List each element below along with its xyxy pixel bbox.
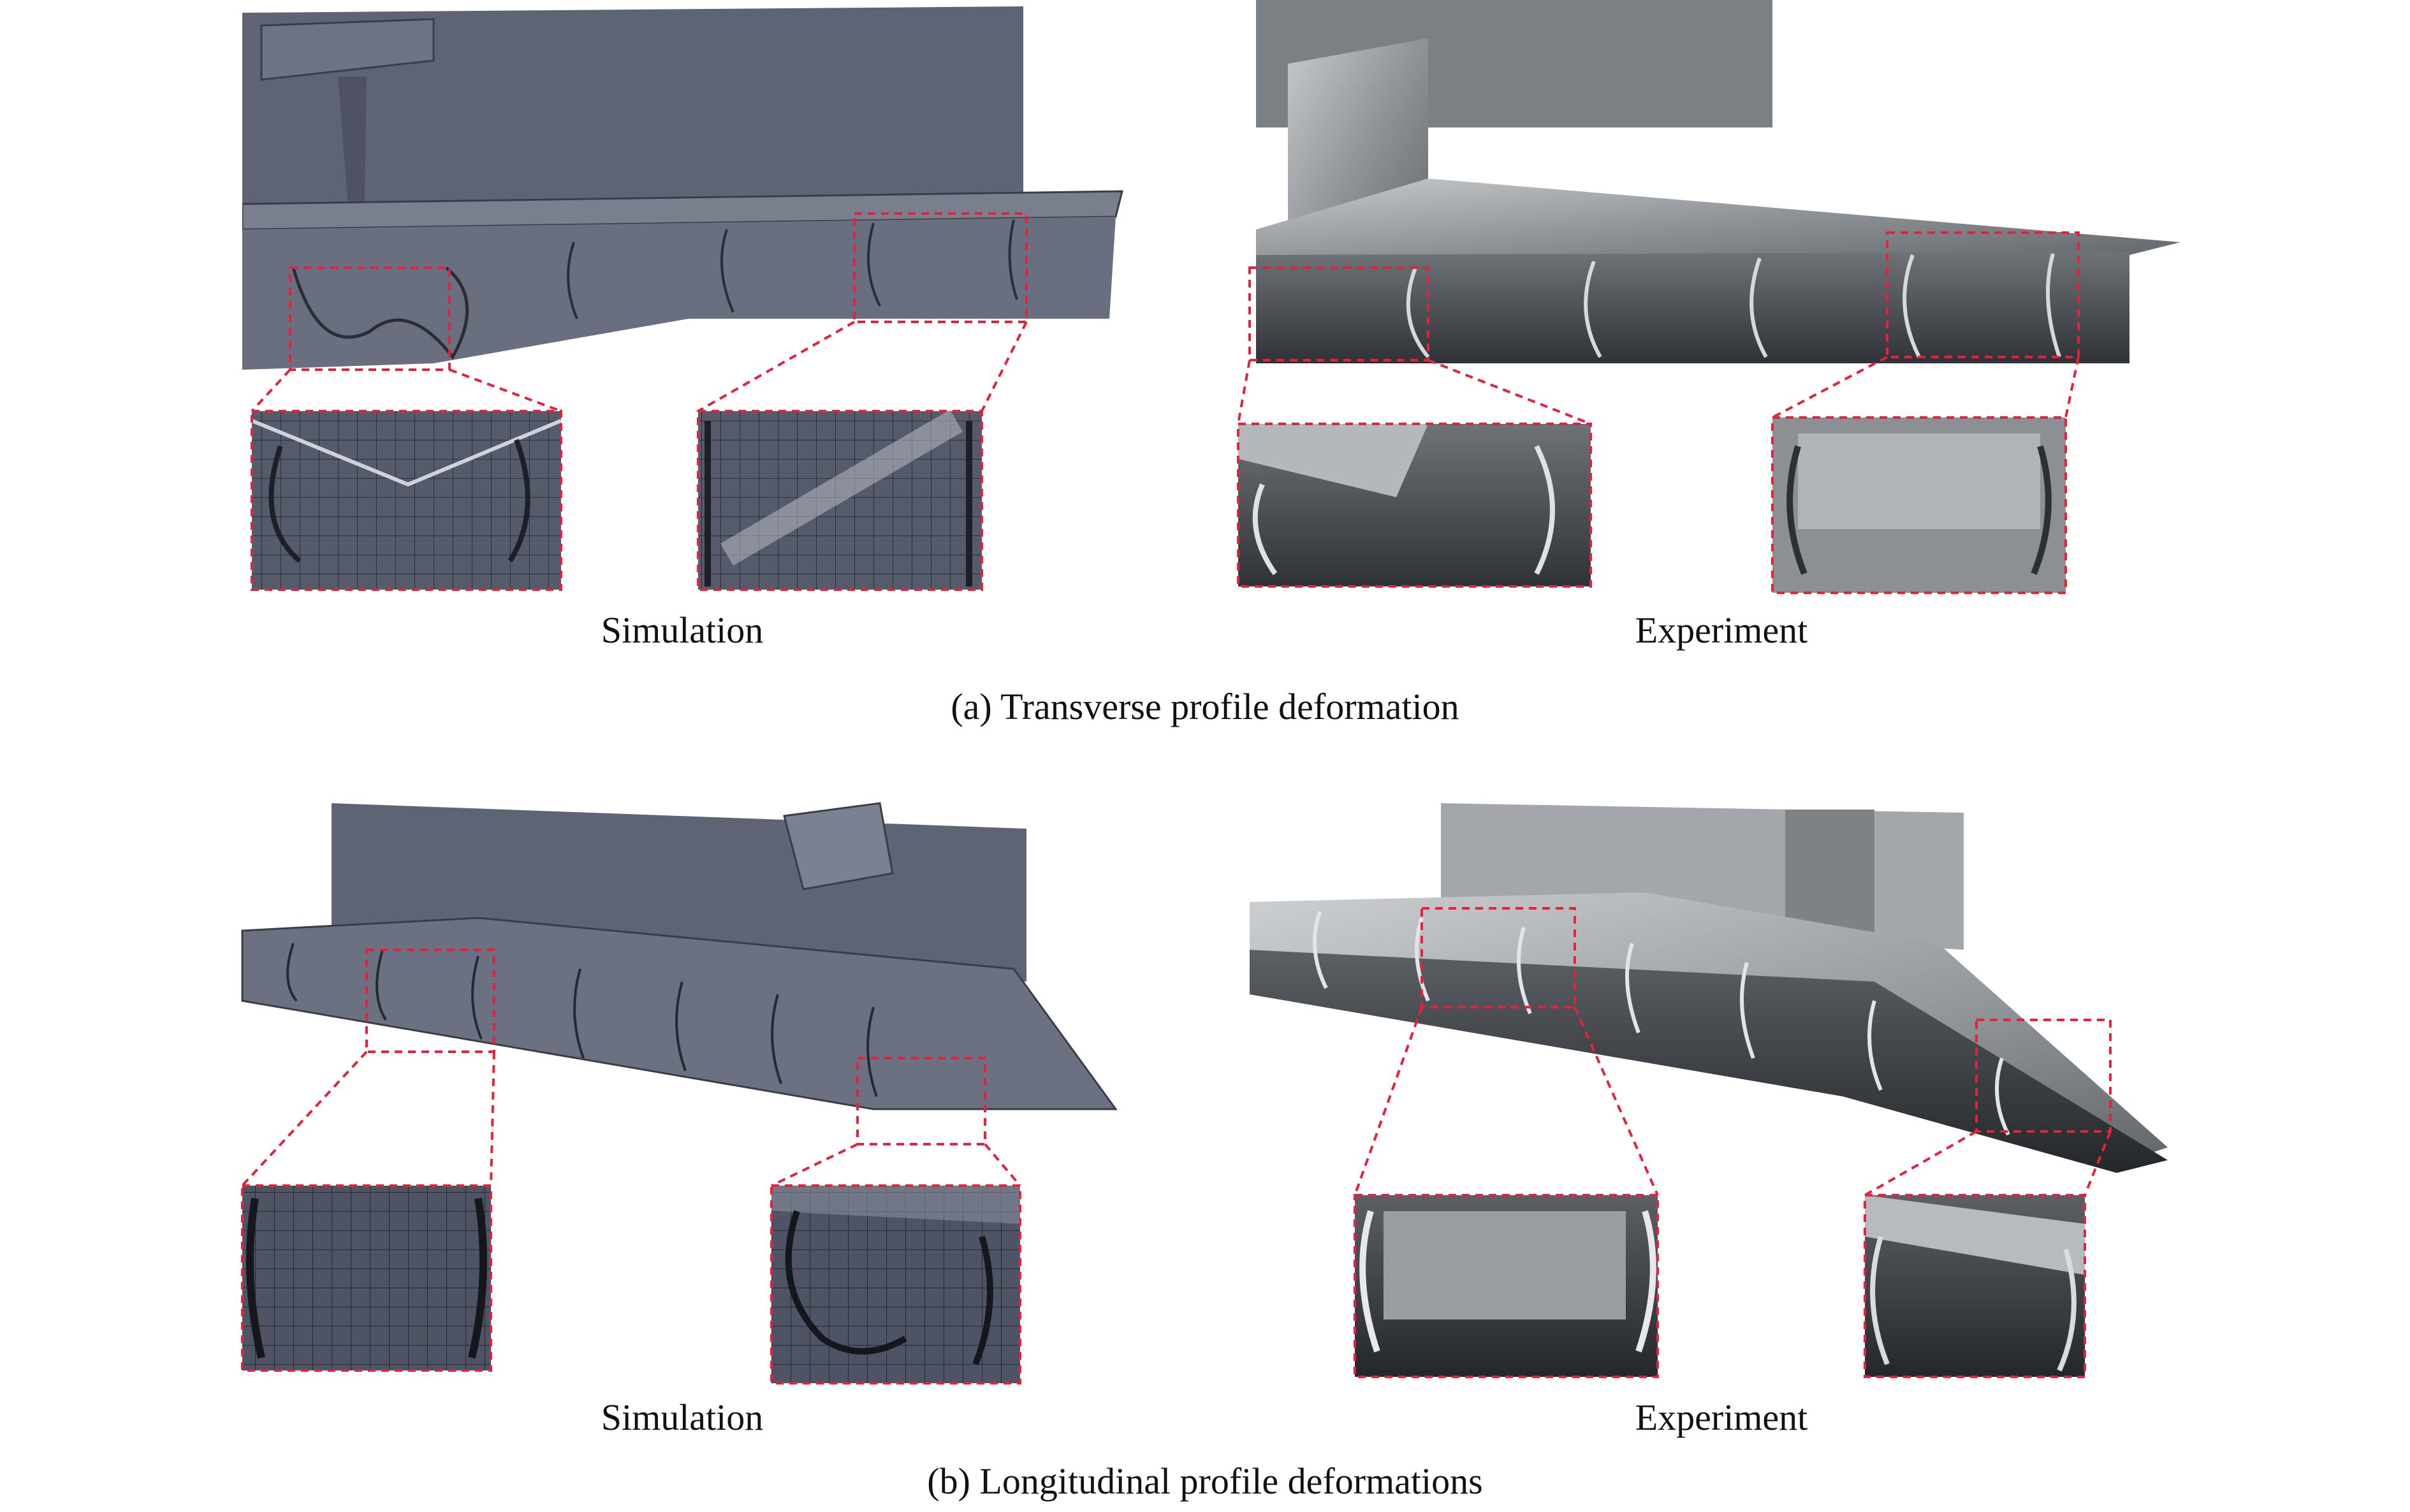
sim-a-box-2 (853, 212, 1028, 323)
experiment-b-photo (1250, 803, 2168, 1378)
panel-b-left-label: Simulation (601, 1397, 764, 1438)
panel-a-right-label: Experiment (1635, 609, 1808, 651)
experiment-a-photo (1237, 0, 2180, 594)
sim-b-inset-1 (241, 1184, 492, 1372)
panel-a-caption: (a) Transverse profile deformation (951, 686, 1459, 727)
exp-a-inset-1 (1237, 423, 1592, 588)
panel-a-experiment (1237, 0, 2206, 599)
exp-a-box-1 (1248, 266, 1429, 361)
panel-b-experiment (1237, 790, 2206, 1390)
exp-a-top-plate (1256, 178, 2180, 268)
simulation-b-image (241, 802, 1118, 1385)
sim-a-top-plate (260, 18, 435, 81)
sim-b-profile (241, 917, 1118, 1110)
sim-a-profile (242, 217, 1116, 370)
sim-b-top-plate (783, 802, 894, 890)
panel-b-simulation (236, 790, 1141, 1390)
exp-b-inset-2 (1864, 1194, 2086, 1378)
exp-b-inset-1 (1354, 1194, 1659, 1378)
panel-a-simulation (242, 0, 1148, 599)
sim-a-box-1 (289, 266, 451, 371)
exp-b-box-1 (1420, 907, 1576, 1008)
panel-b-caption: (b) Longitudinal profile deformations (927, 1460, 1483, 1502)
sim-a-wall (242, 6, 1023, 210)
sim-b-box-1 (365, 949, 495, 1053)
sim-a-inset-1 (251, 410, 562, 591)
panel-a-left-label: Simulation (601, 609, 764, 651)
exp-a-box-2 (1886, 231, 2080, 358)
simulation-a-image (242, 6, 1123, 591)
exp-a-inset-2 (1771, 416, 2067, 594)
exp-b-box-2 (1975, 1019, 2112, 1133)
sim-b-inset-2 (770, 1184, 1021, 1385)
sim-a-inset-2 (697, 409, 983, 591)
panel-b-right-label: Experiment (1635, 1397, 1808, 1438)
exp-b-profile (1250, 950, 2168, 1173)
